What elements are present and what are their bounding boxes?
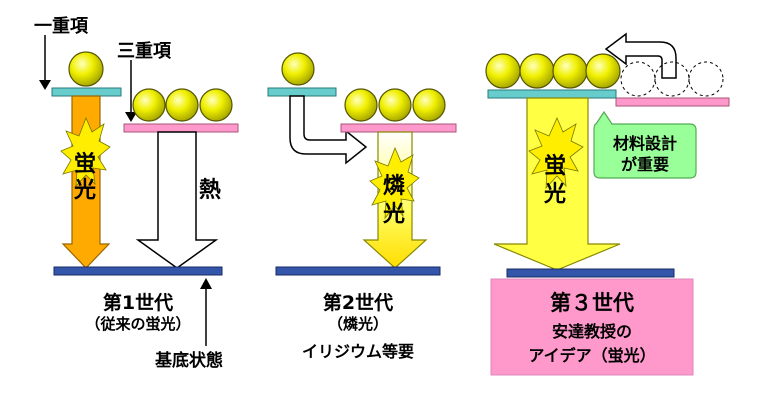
gen2-triplet-electron-2 [378,88,412,122]
gen3-ghost-electron-2 [654,61,690,97]
ground-pointer-head [200,278,212,289]
gen1-title: 第1世代 [102,292,174,314]
triplet-label: 三重項 [117,41,171,62]
heat-label: 熱 [199,178,222,203]
gen1-emission-char-1: 蛍 [74,152,97,177]
gen2-triplet-electron-1 [344,88,378,122]
singlet-label: 一重項 [34,16,88,37]
gen3-singlet-electron-2 [519,53,555,89]
gen2-singlet-bar [267,87,337,97]
callout-text-line2: が重要 [620,155,669,174]
gen1-ground-bar [53,266,223,276]
gen1-triplet-electron-3 [199,88,233,122]
gen2-title: 第2世代 [322,292,394,314]
gen1-subtitle: （従来の蛍光） [85,315,191,333]
gen3-singlet-bar [487,89,617,99]
ground-state-label: 基底状態 [155,351,223,371]
gen1-singlet-bar [51,87,122,97]
material-design-callout [593,110,697,179]
gen3-ghost-electron-1 [620,61,656,97]
gen1-triplet-bar [123,123,239,133]
gen3-burst-icon [528,117,584,190]
gen3-singlet-electron-3 [552,53,588,89]
triplet-pointer-head [125,112,137,122]
callout-text-line1: 材料設計 [612,134,677,153]
gen1-triplet-electron-1 [132,88,166,122]
gen2-note: イリジウム等要 [301,342,414,361]
gen2-emission-char-1: 燐 [383,174,406,199]
gen2-group [267,52,457,276]
gen2-isc-arrow [289,95,368,165]
gen3-singlet-electron-1 [485,53,521,89]
gen2-subtitle: （燐光） [327,315,388,333]
gen3-ground-bar [506,268,675,278]
gen2-triplet-electron-3 [412,88,446,122]
gen3-risc-arrow [604,32,677,79]
gen2-singlet-electron [281,52,315,86]
gen3-emission-char-2: 光 [544,182,567,207]
gen1-singlet-electron [68,51,104,87]
gen3-triplet-bar [615,97,730,107]
gen3-subtitle-line2: アイデア（蛍光） [528,346,656,365]
gen3-emission-char-1: 蛍 [544,154,567,179]
gen3-singlet-electron-4 [585,53,621,89]
gen3-ghost-electron-3 [688,61,724,97]
gen1-emission-char-2: 光 [74,178,97,203]
gen3-title: 第３世代 [550,291,634,315]
gen3-fluorescence-arrow [493,97,621,271]
gen2-emission-char-2: 光 [383,202,406,227]
gen2-ground-bar [275,266,441,276]
gen3-group [485,32,730,376]
gen2-burst-icon [369,146,420,220]
gen1-triplet-electron-2 [165,88,199,122]
gen3-subtitle-line1: 安達教授の [551,322,632,341]
gen2-triplet-bar [340,123,457,133]
singlet-pointer-head [39,80,51,90]
gen1-burst-icon [60,116,111,188]
gen3-title-box [490,278,694,376]
gen1-group [39,35,239,346]
gen1-heat-arrow [135,131,219,269]
